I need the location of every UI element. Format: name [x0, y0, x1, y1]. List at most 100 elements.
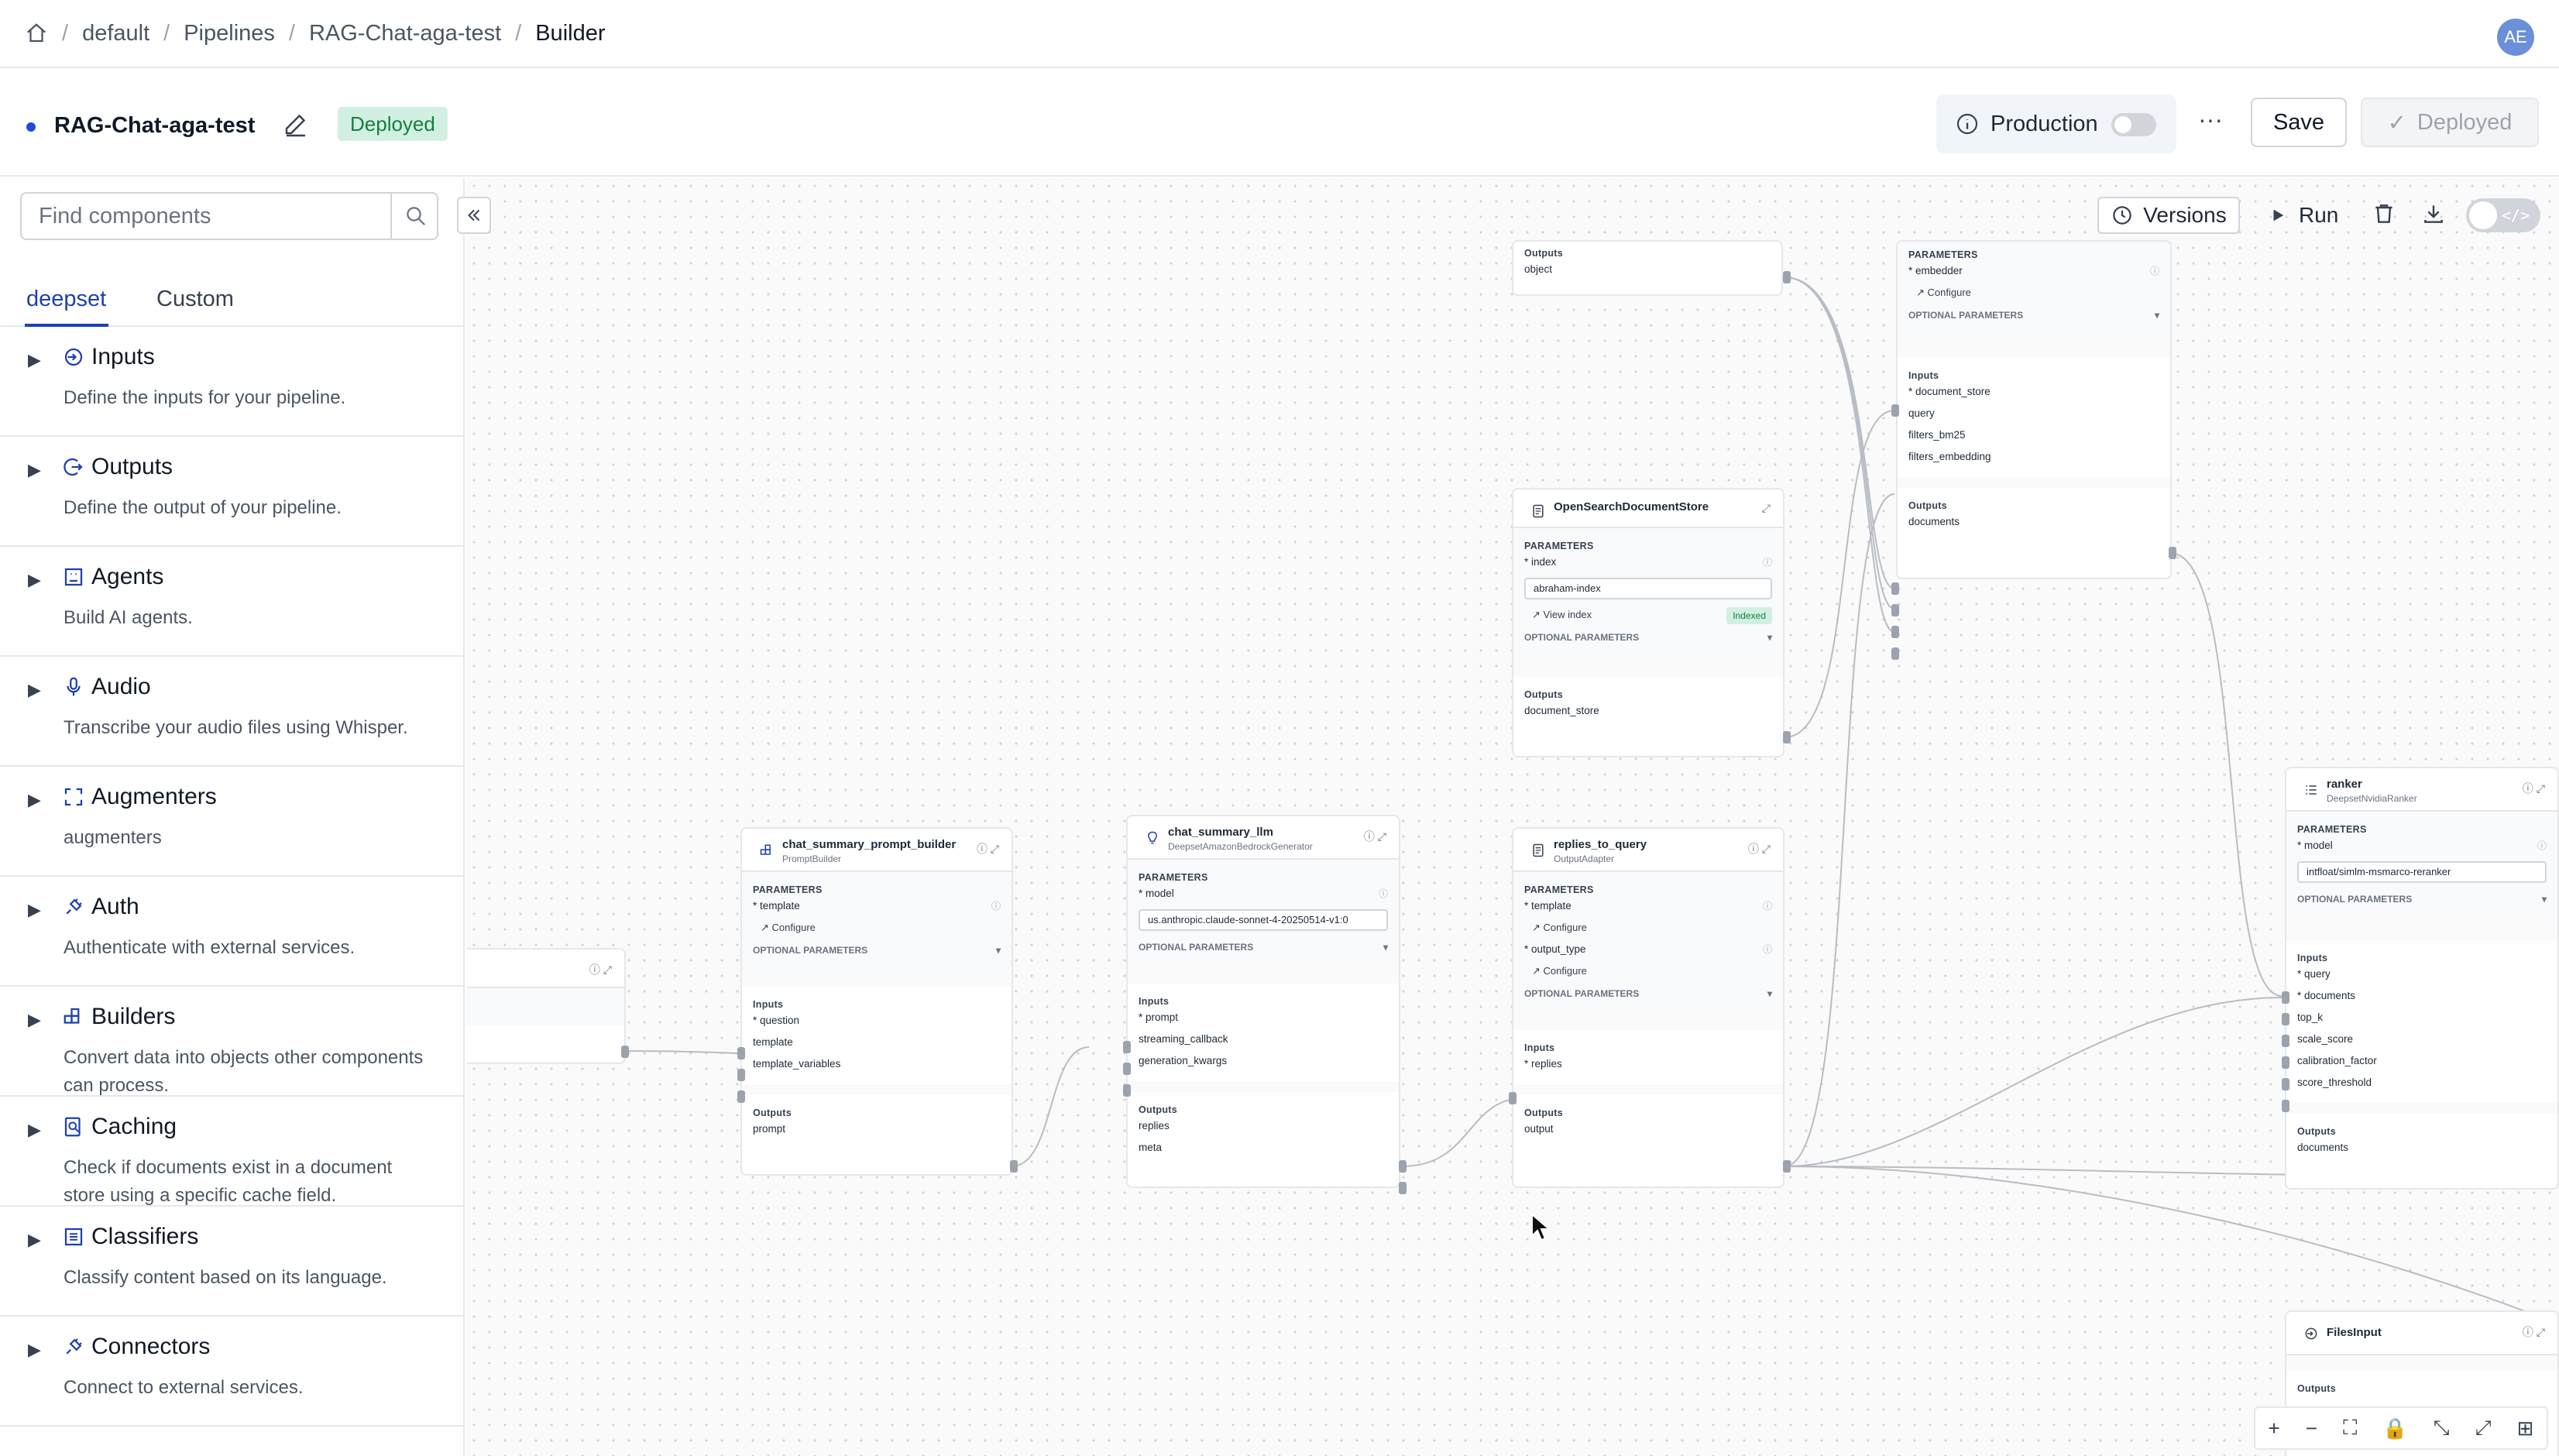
optional-parameters-toggle[interactable]: OPTIONAL PARAMETERS: [1128, 936, 1399, 959]
connection-port[interactable]: [2282, 1013, 2289, 1025]
connection-port[interactable]: [1783, 1160, 1791, 1173]
connection-port[interactable]: [621, 1046, 629, 1058]
connection-port[interactable]: [737, 1090, 745, 1103]
lock-icon[interactable]: 🔒: [2382, 1416, 2408, 1440]
configure-link[interactable]: ↗ Configure: [1916, 287, 1971, 298]
optional-parameters-toggle[interactable]: OPTIONAL PARAMETERS: [1513, 982, 1783, 1005]
breadcrumb-pipelines[interactable]: Pipelines: [184, 20, 275, 46]
connection-port[interactable]: [2282, 1078, 2289, 1090]
connection-port[interactable]: [1891, 582, 1899, 595]
expand-caret-icon[interactable]: ▶: [28, 1230, 41, 1249]
expand-icon[interactable]: ⤢: [2475, 1416, 2492, 1439]
node-actions-icon[interactable]: ⓘ ⤢: [976, 843, 999, 855]
model-select[interactable]: intfloat/simlm-msmarco-reranker: [2297, 861, 2547, 883]
expand-caret-icon[interactable]: ▶: [28, 790, 41, 809]
tab-deepset[interactable]: deepset: [26, 287, 107, 311]
connection-port[interactable]: [2169, 547, 2176, 559]
collapse-sidebar-button[interactable]: [457, 197, 491, 234]
configure-link[interactable]: ↗ Configure: [1532, 965, 1587, 977]
configure-link[interactable]: ↗ Configure: [761, 922, 816, 933]
expand-caret-icon[interactable]: ▶: [28, 460, 41, 479]
node-actions-icon[interactable]: ⓘ ⤢: [1363, 830, 1386, 843]
connection-port[interactable]: [1891, 604, 1899, 616]
expand-icon[interactable]: ⤢: [1761, 502, 1771, 514]
connection-port[interactable]: [737, 1069, 745, 1081]
connection-port[interactable]: [1399, 1160, 1407, 1173]
fit-view-icon[interactable]: ⛶: [2343, 1416, 2358, 1439]
collapse-icon[interactable]: ⤡: [2433, 1416, 2450, 1439]
connection-port[interactable]: [2282, 1035, 2289, 1047]
connection-port[interactable]: [1010, 1160, 1018, 1173]
connection-port[interactable]: [2282, 1056, 2289, 1069]
expand-caret-icon[interactable]: ▶: [28, 350, 41, 369]
expand-caret-icon[interactable]: ▶: [28, 900, 41, 919]
download-icon[interactable]: [2421, 201, 2446, 226]
connection-port[interactable]: [737, 1047, 745, 1059]
trash-icon[interactable]: [2372, 201, 2396, 226]
breadcrumb-pipeline[interactable]: RAG-Chat-aga-test: [308, 20, 502, 46]
optional-parameters-toggle[interactable]: OPTIONAL PARAMETERS: [742, 939, 1012, 962]
node-replies-to-query[interactable]: replies_to_query OutputAdapter ⓘ ⤢ PARAM…: [1512, 827, 1784, 1188]
connection-port[interactable]: [1509, 1092, 1517, 1104]
optional-parameters-toggle[interactable]: OPTIONAL PARAMETERS: [1513, 626, 1783, 649]
run-button[interactable]: Run: [2269, 197, 2338, 234]
connection-port[interactable]: [1123, 1084, 1131, 1097]
node-actions-icon[interactable]: ⓘ ⤢: [2522, 1326, 2545, 1338]
node-ranker[interactable]: ranker DeepsetNvidiaRanker ⓘ ⤢ PARAMETER…: [2285, 767, 2559, 1190]
node-chat-summary-prompt-builder[interactable]: chat_summary_prompt_builder PromptBuilde…: [740, 827, 1013, 1176]
node-top-output[interactable]: Outputs object: [1512, 240, 1783, 296]
zoom-in-icon[interactable]: +: [2268, 1416, 2280, 1440]
optional-parameters-toggle[interactable]: OPTIONAL PARAMETERS: [2286, 888, 2557, 911]
layout-icon[interactable]: ⊞: [2516, 1416, 2534, 1440]
model-input[interactable]: us.anthropic.claude-sonnet-4-20250514-v1…: [1139, 909, 1388, 931]
index-select[interactable]: abraham-index: [1524, 578, 1772, 599]
node-actions-icon[interactable]: ⓘ ⤢: [2522, 782, 2545, 795]
node-actions-icon[interactable]: ⓘ ⤢: [1747, 843, 1771, 855]
node-opensearch-document-store[interactable]: OpenSearchDocumentStore ⤢ PARAMETERS * i…: [1512, 488, 1784, 757]
pipeline-canvas[interactable]: ⓘ ⤢ Outputs object PARAMETERS * embedder…: [466, 178, 2559, 1456]
connection-port[interactable]: [1783, 731, 1791, 743]
expand-caret-icon[interactable]: ▶: [28, 1340, 41, 1359]
zoom-out-icon[interactable]: −: [2305, 1416, 2317, 1440]
expand-caret-icon[interactable]: ▶: [28, 1120, 41, 1139]
code-view-toggle[interactable]: </>: [2466, 198, 2540, 232]
connection-port[interactable]: [1783, 271, 1791, 283]
expand-caret-icon[interactable]: ▶: [28, 1010, 41, 1029]
node-actions-icon[interactable]: ⓘ ⤢: [589, 963, 612, 976]
avatar[interactable]: AE: [2497, 19, 2534, 56]
save-button[interactable]: Save: [2251, 98, 2347, 147]
search-icon[interactable]: [404, 204, 428, 228]
node-chat-summary-llm[interactable]: chat_summary_llm DeepsetAmazonBedrockGen…: [1126, 815, 1400, 1188]
configure-link[interactable]: ↗ Configure: [1532, 922, 1587, 933]
expand-caret-icon[interactable]: ▶: [28, 680, 41, 699]
node-partial-left[interactable]: ⓘ ⤢: [466, 948, 626, 1064]
edit-pencil-icon[interactable]: [282, 110, 310, 138]
breadcrumb-default[interactable]: default: [82, 20, 150, 46]
connection-port[interactable]: [2282, 991, 2289, 1004]
connection-port[interactable]: [1123, 1063, 1131, 1075]
connection-port[interactable]: [1123, 1041, 1131, 1053]
connection-port[interactable]: [1399, 1182, 1407, 1194]
connection-port[interactable]: [1891, 647, 1899, 660]
home-icon[interactable]: [25, 22, 48, 45]
search-input[interactable]: [22, 194, 392, 239]
more-options-button[interactable]: ···: [2198, 105, 2223, 133]
connection-port[interactable]: [1891, 626, 1899, 638]
deployed-button[interactable]: ✓ Deployed: [2361, 98, 2539, 147]
connection-port[interactable]: [2282, 1100, 2289, 1112]
production-toggle[interactable]: [2111, 113, 2156, 136]
expand-caret-icon[interactable]: ▶: [28, 570, 41, 589]
versions-button[interactable]: Versions: [2097, 197, 2240, 234]
